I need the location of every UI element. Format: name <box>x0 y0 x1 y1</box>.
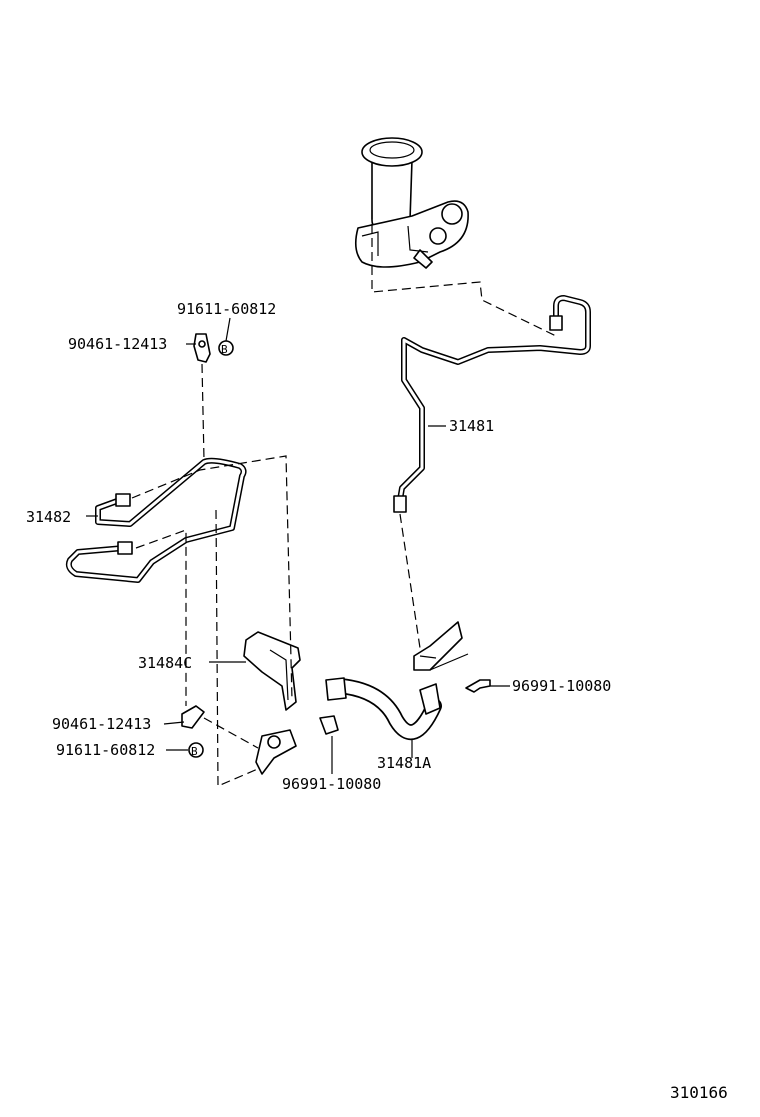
label-bolt-top: 90461-12413 <box>68 335 167 353</box>
leader-31482-inner <box>215 509 261 787</box>
leader-31482-lower <box>135 529 187 706</box>
union-bolt-top <box>193 333 211 363</box>
label-31482: 31482 <box>26 508 71 526</box>
union-bolt-bottom <box>181 705 205 729</box>
leader-31481-to-bracket <box>399 513 421 649</box>
body-bracket <box>413 621 469 671</box>
label-31484c: 31484C <box>138 654 192 672</box>
hose-fitting-left <box>325 677 347 701</box>
figure-id: 310166 <box>670 1083 728 1102</box>
flare-nut-31481-top <box>549 315 563 331</box>
marker-b-top: B <box>221 343 228 356</box>
clip-right-shape <box>465 679 491 693</box>
marker-b-bottom: B <box>191 745 198 758</box>
hose-31481a <box>325 677 442 741</box>
label-31481a: 31481A <box>377 754 431 772</box>
hose-fitting-right <box>419 683 441 715</box>
label-31481: 31481 <box>449 417 494 435</box>
leader-31482-upper <box>131 455 293 701</box>
flare-nut-31482-lower <box>117 541 133 555</box>
label-clip-bottom: 96991-10080 <box>282 775 381 793</box>
pipe-31482 <box>65 457 247 583</box>
release-cylinder <box>255 729 297 775</box>
label-clip-right: 96991-10080 <box>512 677 611 695</box>
pipe-31481 <box>393 295 591 513</box>
bracket-31484c <box>243 631 301 711</box>
label-bolt-bottom: 90461-12413 <box>52 715 151 733</box>
leader-bolt-bottom <box>203 717 259 749</box>
flare-nut-31481-bottom <box>393 495 407 513</box>
leader-master-to-pipe <box>371 210 557 337</box>
label-gasket-bottom: 91611-60812 <box>56 741 155 759</box>
gasket-bottom-marker-circle <box>188 742 204 758</box>
clip-bottom-shape <box>319 715 339 735</box>
label-gasket-top: 91611-60812 <box>177 300 276 318</box>
leader-bolt-top <box>201 363 205 461</box>
callout-leaders <box>86 317 510 774</box>
flare-nut-31482-upper <box>115 493 131 507</box>
master-cylinder <box>354 137 469 269</box>
